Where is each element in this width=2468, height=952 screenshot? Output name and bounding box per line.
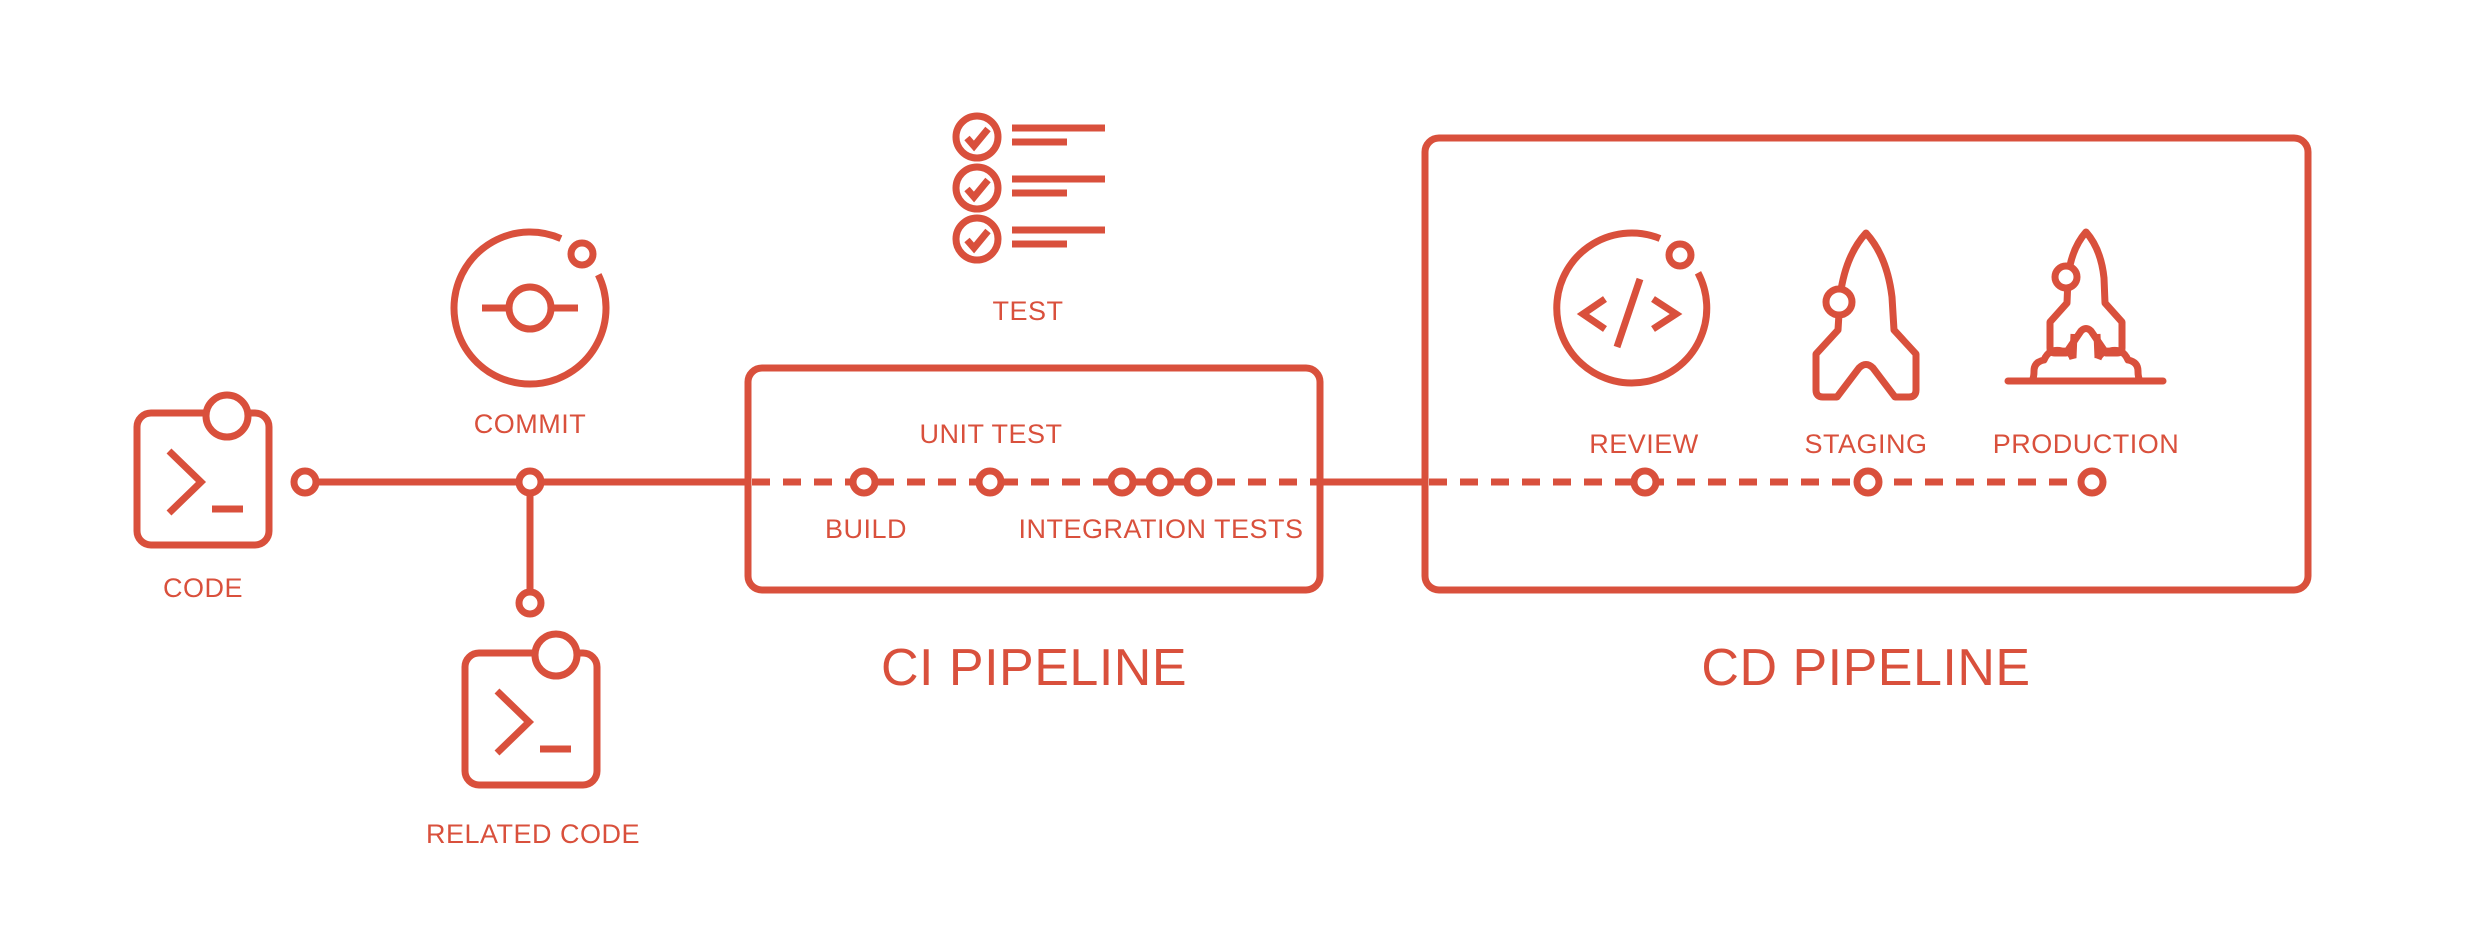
unit-test-label: UNIT TEST bbox=[919, 419, 1062, 449]
smoke-cloud-left bbox=[2029, 346, 2077, 385]
terminal-window bbox=[461, 649, 601, 789]
ci-pipeline-box bbox=[744, 364, 1324, 594]
integration-test-node-3 bbox=[1187, 471, 1209, 493]
code-open-bracket bbox=[1576, 296, 1607, 332]
checkmark-icon bbox=[964, 228, 991, 254]
check-circle-icon bbox=[952, 163, 1002, 213]
integration-test-node-2 bbox=[1149, 471, 1171, 493]
review-orbit-dot bbox=[1665, 240, 1695, 270]
checklist-row bbox=[952, 214, 1105, 264]
unit-test-node bbox=[979, 471, 1001, 493]
checklist-row bbox=[952, 163, 1105, 213]
checklist-row bbox=[952, 112, 1105, 162]
review-node bbox=[1634, 471, 1656, 493]
checkmark-icon bbox=[964, 126, 991, 152]
commit-label: COMMIT bbox=[474, 409, 586, 439]
production-label: PRODUCTION bbox=[1993, 429, 2180, 459]
diagram-root: CODE COMMIT RELATED CODE bbox=[133, 112, 2312, 849]
staging-label: STAGING bbox=[1804, 429, 1927, 459]
terminal-window bbox=[133, 409, 273, 549]
cd-pipeline-title: CD PIPELINE bbox=[1701, 639, 2030, 697]
terminal-badge-circle bbox=[202, 391, 252, 441]
related-code-terminal-icon bbox=[461, 630, 601, 789]
check-circle-icon bbox=[952, 112, 1002, 162]
git-commit-icon bbox=[450, 228, 610, 388]
related-code-node bbox=[519, 592, 541, 614]
prompt-chevron bbox=[166, 448, 207, 516]
integration-tests-label: INTEGRATION TESTS bbox=[1018, 514, 1303, 544]
commit-center-circle bbox=[505, 283, 555, 333]
start-node bbox=[294, 471, 316, 493]
rocket-window bbox=[1822, 285, 1856, 319]
test-checklist-icon bbox=[952, 112, 1105, 264]
code-terminal-icon bbox=[133, 391, 273, 549]
checkmark-icon bbox=[964, 177, 991, 203]
integration-test-node-1 bbox=[1111, 471, 1133, 493]
review-orbit-arc bbox=[1553, 229, 1711, 387]
review-label: REVIEW bbox=[1589, 429, 1699, 459]
build-node bbox=[853, 471, 875, 493]
smoke-cloud-right bbox=[2094, 346, 2143, 385]
cd-pipeline-box bbox=[1421, 134, 2312, 594]
ci-pipeline-title: CI PIPELINE bbox=[881, 639, 1187, 697]
check-circle-icon bbox=[952, 214, 1002, 264]
rocket-body bbox=[2046, 228, 2126, 357]
build-label: BUILD bbox=[825, 514, 907, 544]
staging-node bbox=[1857, 471, 1879, 493]
rocket-window bbox=[2051, 262, 2081, 292]
rocket-launch-icon bbox=[2004, 228, 2167, 385]
commit-orbit-dot bbox=[567, 239, 597, 269]
rocket-icon bbox=[1812, 229, 1920, 401]
test-label: TEST bbox=[992, 296, 1063, 326]
code-close-bracket bbox=[1651, 296, 1683, 332]
code-label: CODE bbox=[163, 573, 243, 603]
code-slash bbox=[1613, 277, 1644, 349]
code-review-icon bbox=[1553, 229, 1711, 387]
commit-orbit-arc bbox=[450, 228, 610, 388]
production-node bbox=[2081, 471, 2103, 493]
prompt-chevron bbox=[494, 688, 535, 756]
related-code-label: RELATED CODE bbox=[426, 819, 640, 849]
commit-node bbox=[519, 471, 541, 493]
terminal-badge-circle bbox=[531, 630, 581, 680]
